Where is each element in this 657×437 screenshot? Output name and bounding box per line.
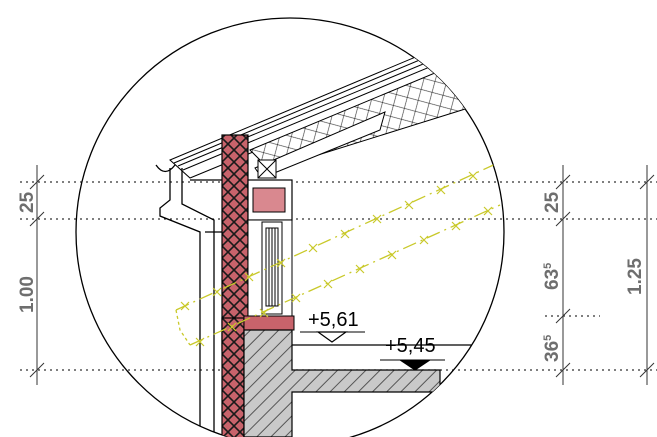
sun-line-marks (180, 171, 493, 347)
roof-structure (169, 29, 504, 179)
gutter (155, 164, 222, 437)
section-detail (155, 29, 504, 437)
right-dim-125: 1.25 (625, 258, 646, 295)
left-dim-100: 1.00 (17, 276, 38, 313)
level-marker-floor: +5,45 (360, 335, 445, 371)
left-dim-25: 25 (17, 191, 38, 213)
right-dim-36-5: 365 (542, 335, 563, 362)
sill-brick (243, 315, 295, 331)
brick-wall-lower (221, 317, 245, 437)
left-dimension-chain (29, 165, 45, 385)
right-dim-63-5: 635 (542, 263, 563, 290)
sun-angle-lines (175, 161, 501, 346)
level-marker-sill: +5,61 (300, 309, 365, 343)
sill-level-label: +5,61 (308, 309, 359, 331)
lintel-inner (252, 187, 286, 213)
right-dimension-chain (555, 165, 655, 385)
detail-circle (75, 17, 505, 437)
floor-level-label: +5,45 (385, 335, 436, 357)
window-frame (247, 219, 293, 317)
brick-wall-upper (221, 134, 249, 351)
right-dim-25: 25 (542, 191, 563, 213)
